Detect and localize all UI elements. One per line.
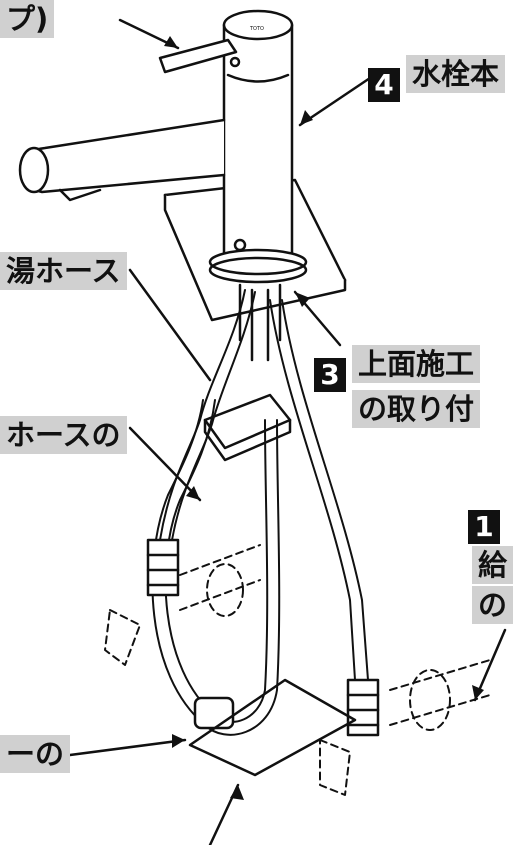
label-step1-line1: 給 — [472, 546, 514, 584]
left-stop-valve — [104, 609, 141, 666]
spout — [20, 118, 226, 194]
label-step1: 1 — [468, 508, 506, 544]
label-top-left: プ) — [0, 0, 55, 38]
right-stop-valve — [319, 739, 351, 796]
label-bottom-left: ーの — [0, 735, 71, 773]
label-hose-of: ホースの — [0, 416, 127, 454]
right-nut — [346, 678, 380, 737]
brand-mark: TOTO — [249, 26, 264, 32]
faucet-base — [208, 248, 308, 276]
label-hot-hose: 湯ホース — [0, 252, 127, 290]
label-step3-line2: の取り付 — [352, 390, 481, 428]
label-step1-line2: の — [472, 586, 514, 624]
quick-coupler — [193, 696, 235, 730]
left-nut — [146, 538, 180, 597]
faucet-body — [222, 23, 294, 265]
mounting-board — [188, 678, 357, 777]
faucet-top — [222, 9, 294, 41]
lever-handle — [158, 38, 238, 74]
right-supply-hose — [269, 299, 356, 681]
